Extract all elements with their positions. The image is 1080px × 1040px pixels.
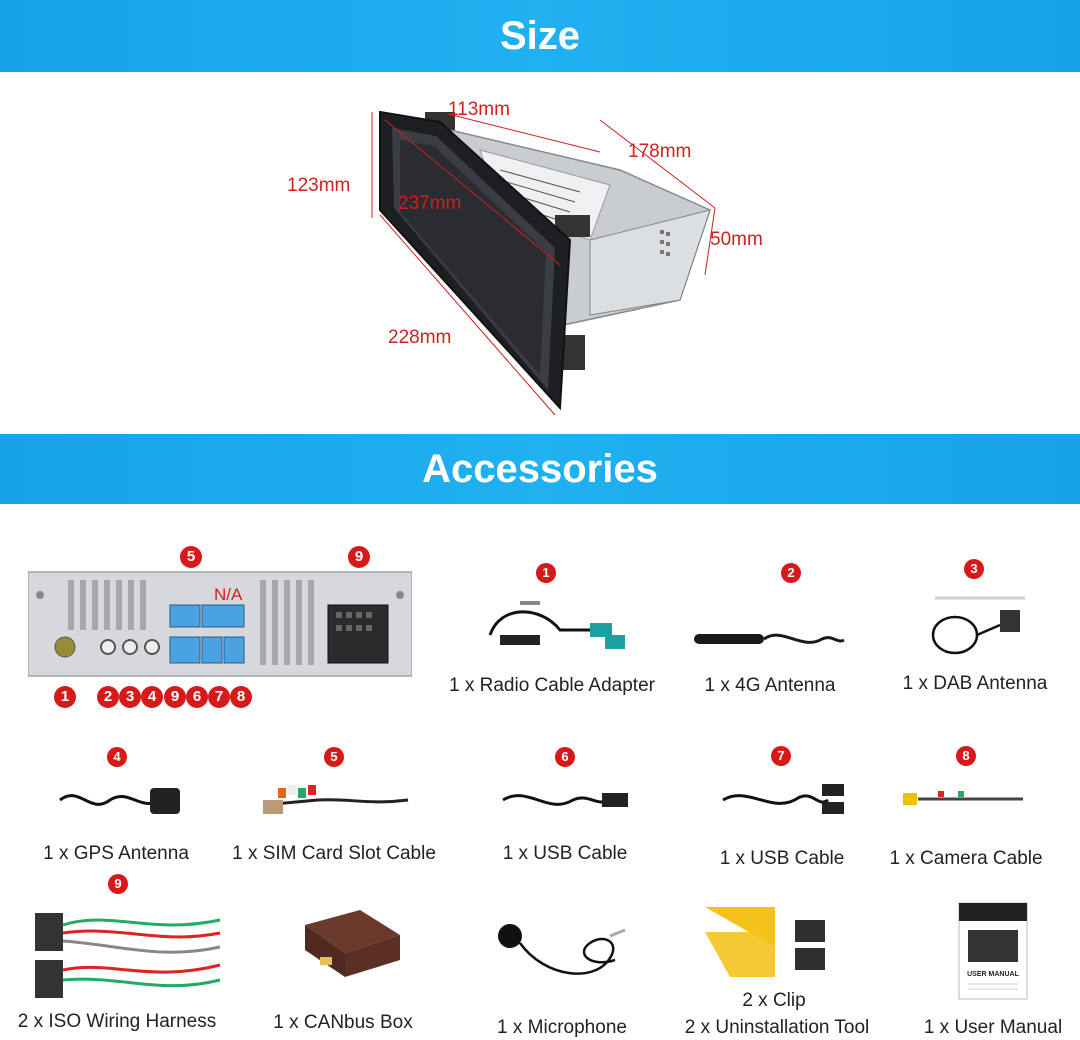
accessory-badge-1: 1 — [536, 563, 556, 583]
4g-antenna-image — [694, 633, 845, 644]
back-panel-image — [28, 571, 412, 677]
back-badge-top-5: 5 — [180, 546, 202, 568]
accessory-label-usb-cable: 1 x USB Cable — [502, 843, 628, 864]
accessory-badge-2: 2 — [781, 563, 801, 583]
back-badge-top-9: 9 — [348, 546, 370, 568]
back-badge-9: 9 — [164, 686, 186, 708]
back-badge-7: 7 — [208, 686, 230, 708]
accessory-label-usb-cable-dual: 1 x USB Cable — [719, 848, 845, 869]
head-unit-image — [371, 110, 716, 416]
camera-cable-image — [903, 791, 1023, 805]
radio-cable-adapter-image — [488, 601, 625, 649]
back-badge-6: 6 — [186, 686, 208, 708]
dimension-depth-top: 113mm — [448, 99, 510, 120]
back-badge-2: 2 — [97, 686, 119, 708]
gps-antenna-image — [59, 788, 180, 814]
dimension-length: 178mm — [628, 141, 692, 162]
usb-cable-image — [502, 793, 628, 807]
accessory-label-4g-antenna: 1 x 4G Antenna — [704, 675, 836, 696]
accessories-banner: Accessories — [0, 434, 1080, 504]
accessory-label-sim-card-slot-cable: 1 x SIM Card Slot Cable — [232, 843, 436, 864]
user-manual-image: XTRONS USER MANUAL — [958, 902, 1028, 1000]
accessory-badge-5: 5 — [324, 747, 344, 767]
accessory-badge-4: 4 — [107, 747, 127, 767]
dab-antenna-image — [931, 596, 1025, 655]
usb-cable-dual-image — [722, 784, 844, 814]
accessory-label-camera-cable: 1 x Camera Cable — [889, 848, 1043, 869]
accessory-badge-3: 3 — [964, 559, 984, 579]
uninstallation-tool-image — [705, 907, 825, 977]
dimension-height-box: 50mm — [710, 229, 763, 250]
accessory-badge-7: 7 — [771, 746, 791, 766]
back-badge-3: 3 — [119, 686, 141, 708]
size-banner: Size — [0, 0, 1080, 72]
canbus-box-image — [305, 910, 400, 977]
accessory-label-dab-antenna: 1 x DAB Antenna — [902, 673, 1048, 694]
accessory-label-microphone: 1 x Microphone — [497, 1017, 627, 1038]
accessory-label-radio-cable-adapter: 1 x Radio Cable Adapter — [449, 675, 655, 696]
dimension-width-panel: 228mm — [388, 327, 452, 348]
back-badge-1: 1 — [54, 686, 76, 708]
accessory-label-gps-antenna: 1 x GPS Antenna — [43, 843, 189, 864]
accessory-label-clip: 2 x Clip — [742, 990, 806, 1011]
manual-brand: XTRONS — [978, 910, 1008, 917]
dimension-height-panel: 123mm — [287, 175, 351, 196]
accessory-label-user-manual: 1 x User Manual — [923, 1017, 1063, 1038]
accessory-badge-6: 6 — [555, 747, 575, 767]
microphone-image — [498, 924, 626, 975]
accessory-label-canbus-box: 1 x CANbus Box — [273, 1012, 413, 1033]
manual-title: USER MANUAL — [967, 971, 1019, 978]
sim-cable-image — [262, 785, 409, 814]
iso-harness-image — [35, 913, 221, 998]
back-badge-4: 4 — [141, 686, 163, 708]
accessory-badge-9: 9 — [108, 874, 128, 894]
dimension-diagonal: 237mm — [398, 193, 462, 214]
na-label: N/A — [214, 585, 243, 604]
back-badge-8: 8 — [230, 686, 252, 708]
accessory-label-uninstallation-tool: 2 x Uninstallation Tool — [684, 1017, 870, 1038]
accessory-label-iso-wiring-harness: 2 x ISO Wiring Harness — [17, 1011, 217, 1032]
accessory-badge-8: 8 — [956, 746, 976, 766]
